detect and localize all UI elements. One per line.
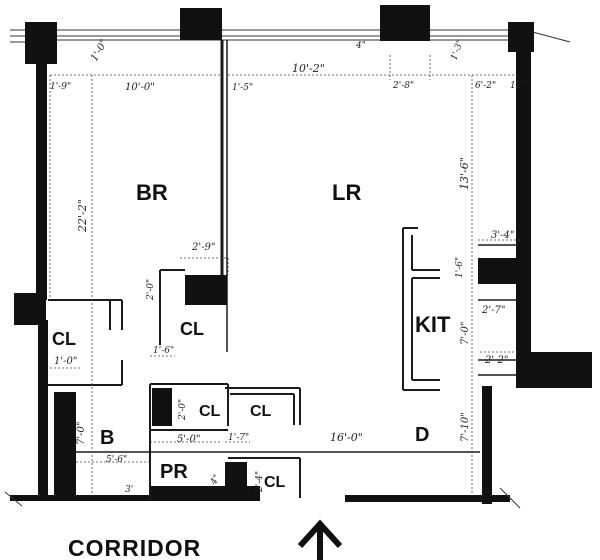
dim-13-6: 13'-6": [458, 157, 471, 190]
dim-10-0-br: 10'-0": [125, 82, 155, 93]
column-top-mid: [180, 8, 222, 40]
dim-16-0: 16'-0": [330, 431, 363, 444]
dim-1-0-top: 1'-0": [89, 38, 110, 64]
dim-1-5: 1'-5": [232, 83, 253, 93]
dimension-lines: [49, 55, 520, 496]
room-label-cl-small: CL: [199, 403, 221, 420]
dim-10-2-top: 10'-2": [292, 62, 325, 75]
room-label-kit: KIT: [415, 312, 451, 337]
dim-7-0-b: 7'-0": [76, 422, 87, 445]
dim-6-2: 6'-2": [475, 81, 496, 91]
top-window-wall: [10, 29, 571, 43]
left-wall: [36, 60, 47, 300]
room-label-d: D: [415, 424, 429, 446]
room-label-br: BR: [136, 180, 168, 205]
room-label-b: B: [100, 427, 114, 449]
room-label-cl-bedroom: CL: [180, 319, 204, 339]
dim-1-0-cl: 1'-0": [54, 356, 77, 367]
room-label-cl-pr: CL: [264, 474, 286, 491]
dim-5-6: 5'-6": [106, 455, 127, 465]
room-label-cl-left: CL: [52, 329, 76, 349]
dim-7-10: 7'-10": [460, 412, 471, 442]
dim-2-2: 2'-2": [484, 355, 508, 366]
left-wall-lower: [38, 320, 48, 500]
dim-12: 12": [510, 81, 526, 91]
right-wall-lower: [482, 386, 492, 504]
dim-1-6-kit: 1'-6": [455, 257, 465, 278]
room-label-cl-wide: CL: [250, 403, 272, 420]
dim-5-0: 5'-0": [177, 434, 200, 445]
kitchen-stub-wall: [478, 258, 518, 284]
column-top-right: [380, 5, 430, 41]
dim-2-0: 2'-0": [146, 279, 156, 301]
left-wall-bath: [54, 392, 76, 500]
dim-1-6-cl: 1'-6": [153, 346, 174, 356]
dim-7-0-kit: 7'-0": [460, 322, 471, 345]
dim-1-3-top: 1'-3": [449, 38, 466, 61]
room-label-pr: PR: [160, 461, 188, 483]
dim-1-9: 1'-9": [50, 82, 71, 92]
dim-1-7: 1'-7": [228, 433, 249, 443]
dim-4-top: 4": [355, 41, 366, 51]
column-left-mid: [14, 293, 46, 325]
right-wall-upper: [516, 38, 531, 358]
dim-2-4: 2'-4": [255, 471, 265, 493]
dim-4-pr: 4": [208, 473, 222, 487]
dim-3-4: 3'-4": [491, 230, 514, 241]
entry-arrow-icon: [297, 519, 343, 560]
right-wall-step: [516, 352, 592, 388]
dim-22-2: 22'-2": [76, 199, 89, 233]
dim-2-7: 2'-7": [481, 305, 505, 316]
dim-2-9: 2'-9": [191, 242, 215, 253]
room-label-lr: LR: [332, 180, 361, 205]
dim-2-0-cl: 2'-0": [178, 399, 188, 421]
corridor-label: CORRIDOR: [68, 535, 201, 560]
column-top-left: [25, 22, 57, 64]
dim-3: 3': [125, 485, 133, 495]
dim-2-8: 2'-8": [392, 81, 414, 91]
interior-partitions: [48, 40, 516, 500]
bottom-wall-left: [10, 495, 150, 501]
bottom-wall-right: [345, 495, 510, 502]
